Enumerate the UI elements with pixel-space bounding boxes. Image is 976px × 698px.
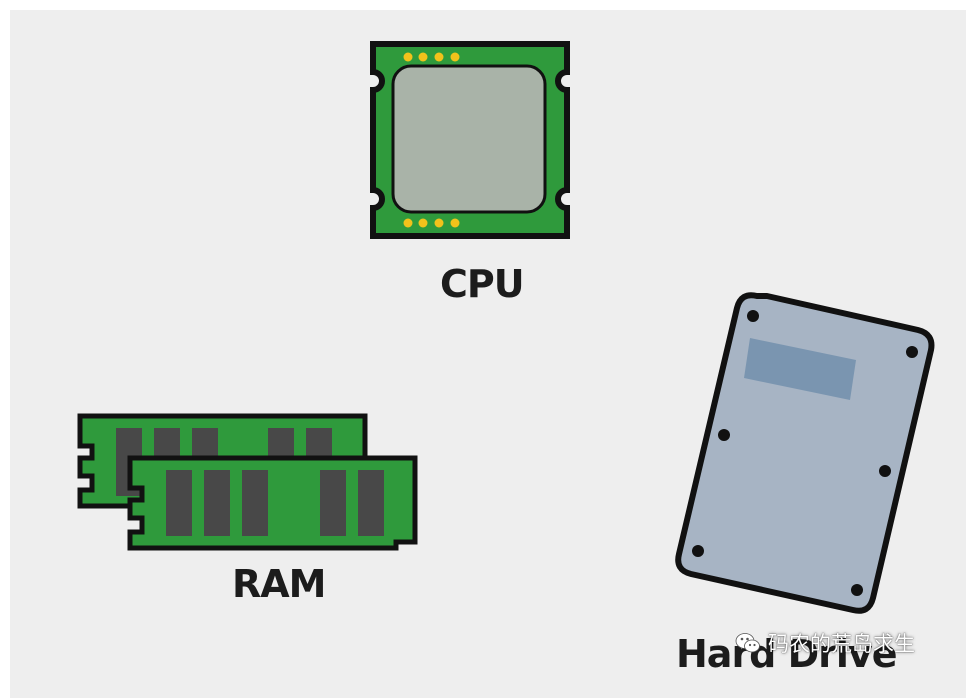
ram-stick-front — [127, 455, 418, 551]
cpu-pins — [403, 52, 460, 228]
hard-drive-icon — [675, 292, 935, 614]
watermark-text: 码农的荒岛求生 — [768, 632, 915, 656]
wechat-icon — [735, 633, 760, 653]
ram-label: RAM — [232, 562, 326, 606]
watermark: 码农的荒岛求生 — [734, 628, 915, 658]
cpu-label: CPU — [440, 262, 525, 306]
hard-drive-screws — [692, 310, 918, 596]
hard-drive-label: Hard Drive — [676, 632, 897, 676]
cpu-icon — [370, 41, 570, 239]
